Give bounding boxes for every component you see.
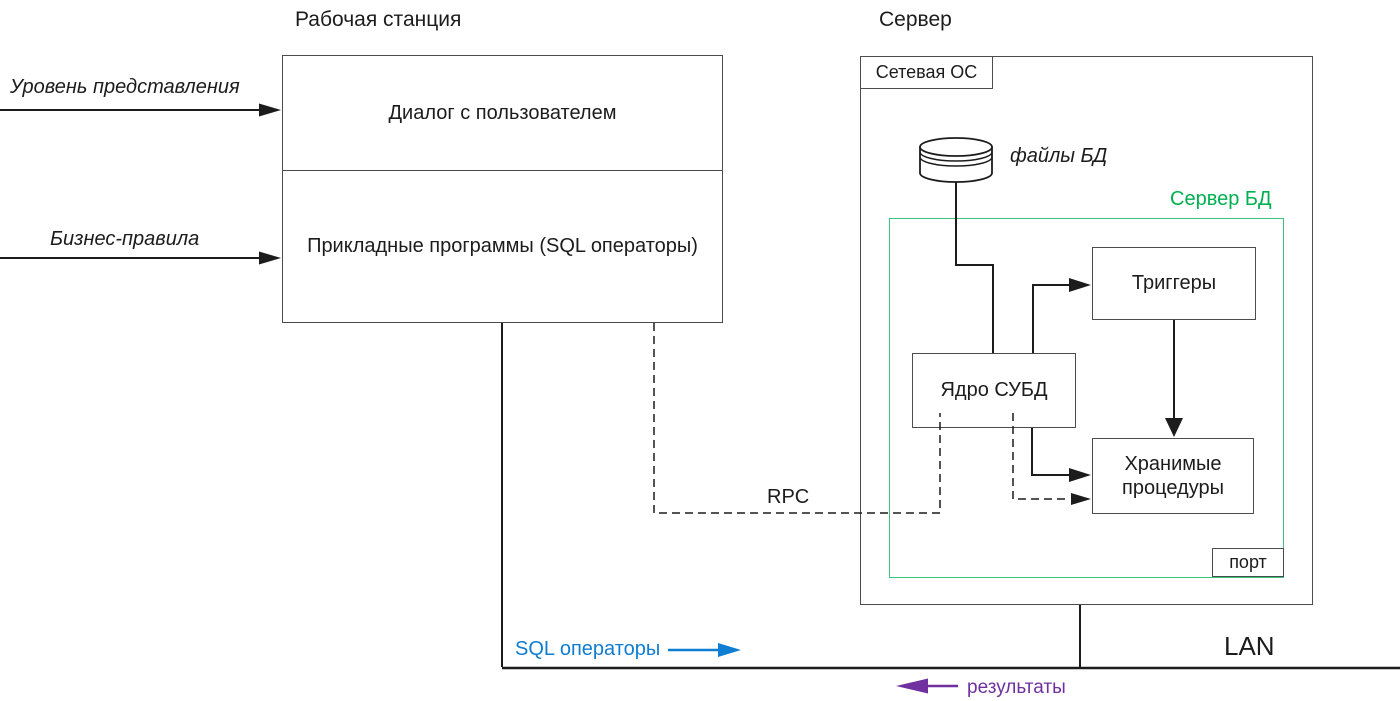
triggers-box: Триггеры [1092,247,1256,320]
application-programs-section: Прикладные программы (SQL операторы) [283,171,722,322]
results-arrow [896,678,958,694]
port-box: порт [1212,548,1284,577]
business-rules-label: Бизнес-правила [50,228,200,250]
port-label: порт [1229,552,1267,572]
network-os-box: Сетевая ОС [860,56,993,89]
sql-operators-arrow [668,643,741,657]
network-os-label: Сетевая ОС [875,62,978,82]
user-dialog-label: Диалог с пользователем [388,101,617,124]
business-rules-arrow [0,251,281,265]
db-server-label: Сервер БД [1170,188,1272,210]
triggers-label: Триггеры [1131,272,1217,294]
server-title: Сервер [879,8,952,31]
presentation-level-label: Уровень представления [10,76,240,98]
dbms-kernel-box: Ядро СУБД [912,353,1076,428]
workstation-box: Диалог с пользователем Прикладные програ… [282,55,723,323]
user-dialog-section: Диалог с пользователем [283,56,722,171]
sql-operators-label: SQL операторы [515,638,661,660]
results-label: результаты [967,677,1066,698]
presentation-level-arrow [0,103,281,117]
dbms-kernel-label: Ядро СУБД [940,379,1048,401]
db-files-label: файлы БД [1010,145,1108,167]
stored-procedures-box: Хранимые процедуры [1092,438,1254,514]
stored-procedures-label: Хранимые процедуры [1122,453,1224,499]
rpc-label: RPC [767,486,810,508]
workstation-title: Рабочая станция [295,8,462,31]
application-programs-label: Прикладные программы (SQL операторы) [307,235,698,257]
lan-label: LAN [1224,631,1275,661]
